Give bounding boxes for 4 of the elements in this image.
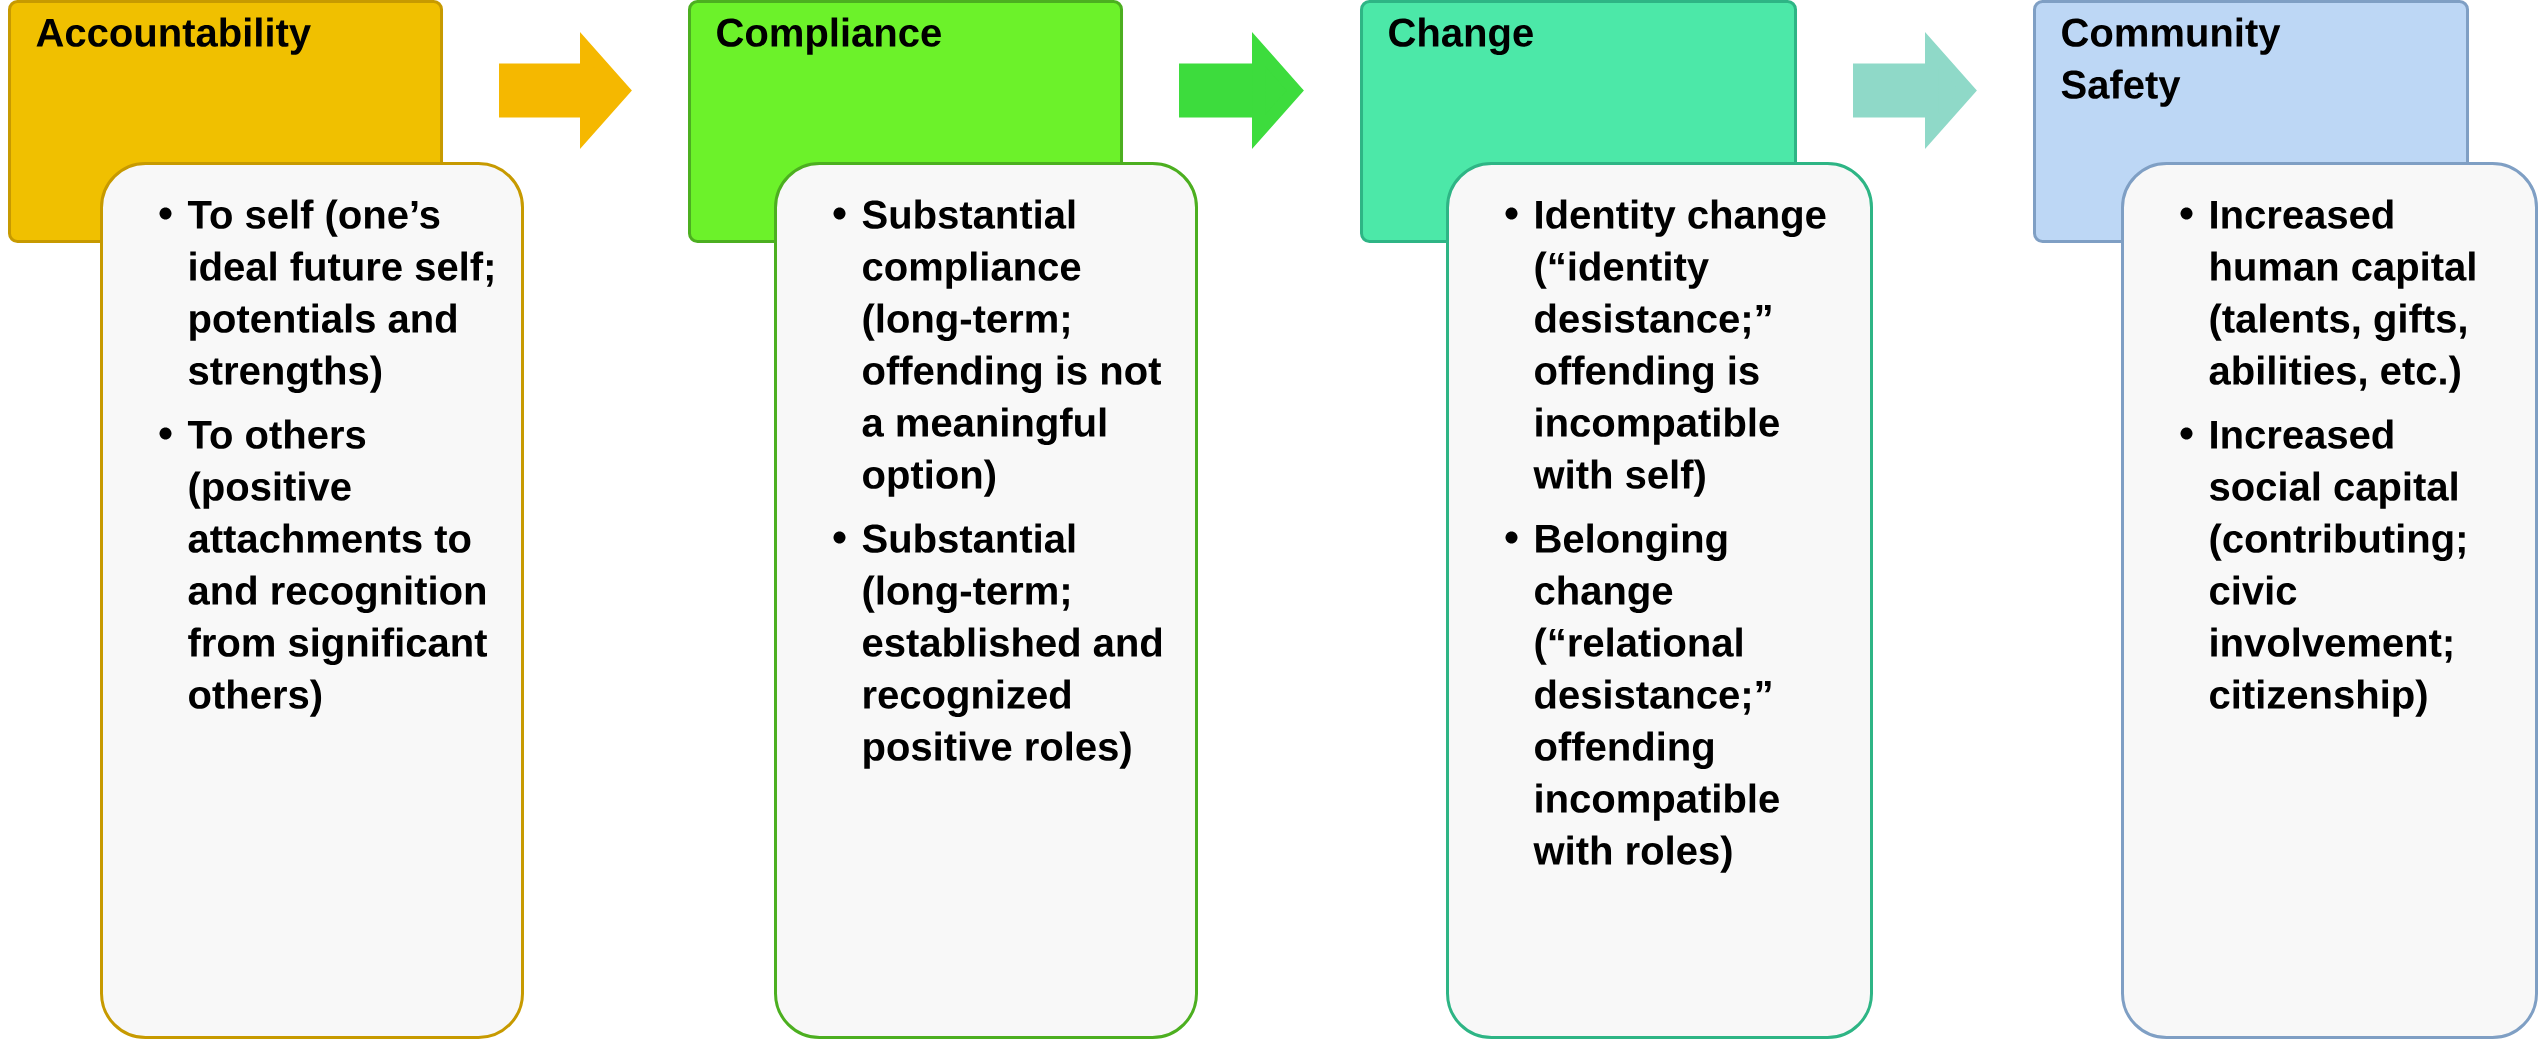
text-card: Increased human capital (talents, gifts, abilities, etc.) Increased social capital (contributing; civic involvement; citizenship) <box>2121 162 2538 1039</box>
text-card: Identity change (“identity desistance;” offending is incompatible with self) Belonging change (“relational desistance;” offending incompatible with roles) <box>1446 162 1873 1039</box>
text-card: Substantial compliance (long-term; offending is not a meaningful option) Substantial (long-term; established and recognized positive roles) <box>774 162 1198 1039</box>
text-card: To self (one’s ideal future self; potentials and strengths) To others (positive attachments to and recognition from significant others) <box>100 162 524 1039</box>
